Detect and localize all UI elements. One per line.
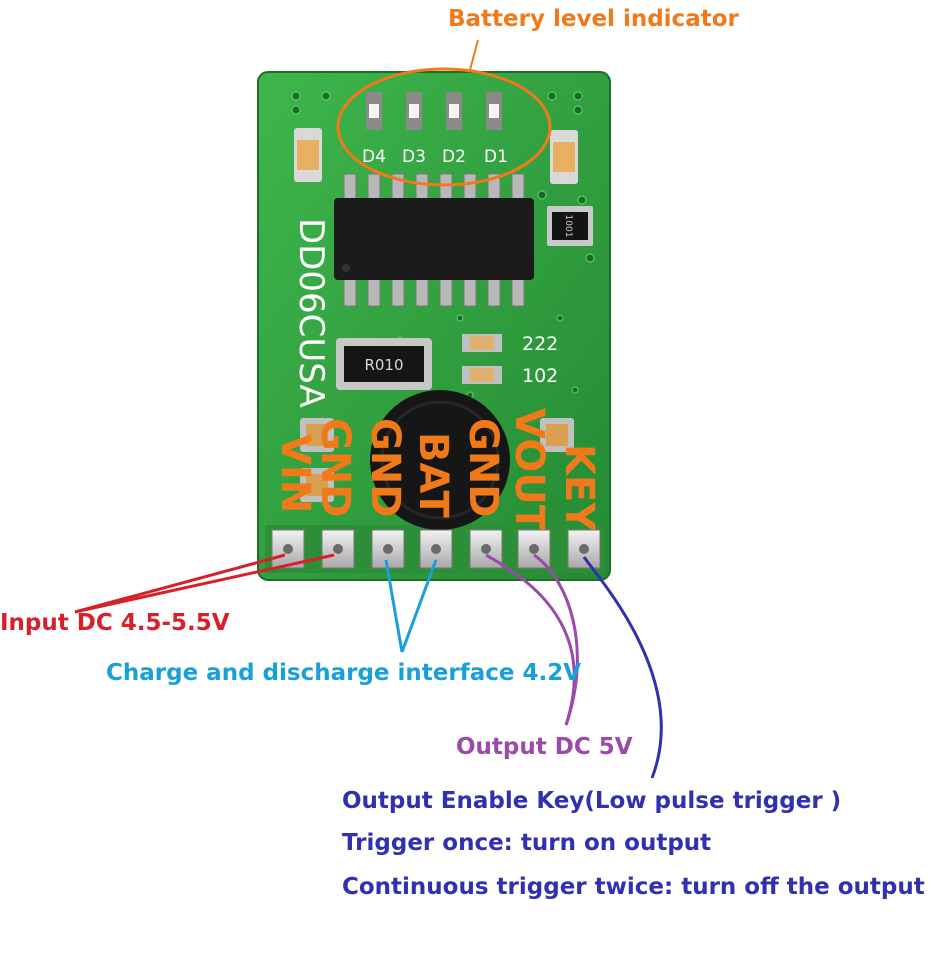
cap-marking-222: 222 bbox=[522, 333, 558, 355]
charge-interface-label: Charge and discharge interface 4.2V bbox=[106, 660, 582, 686]
header-pads bbox=[271, 529, 601, 569]
pin-label-bat: BAT bbox=[410, 432, 456, 518]
cap-marking-102: 102 bbox=[522, 365, 558, 387]
led-d4 bbox=[366, 92, 382, 130]
pin-label-gnd-1: GND bbox=[312, 418, 358, 518]
board-model-text: DD06CUSA bbox=[291, 218, 331, 408]
pad-key bbox=[567, 529, 601, 569]
input-arrow-lines bbox=[74, 553, 335, 614]
pad-gnd-1 bbox=[321, 529, 355, 569]
enable-key-twice-label: Continuous trigger twice: turn off the o… bbox=[342, 874, 925, 900]
enable-key-label: Output Enable Key(Low pulse trigger ) bbox=[342, 788, 842, 814]
pin-label-vout: VOUT bbox=[506, 408, 552, 533]
led-d1 bbox=[486, 92, 502, 130]
led-d3 bbox=[406, 92, 422, 130]
capacitor-bottom-left-top bbox=[300, 418, 334, 452]
enable-key-once-label: Trigger once: turn on output bbox=[342, 830, 712, 856]
output-voltage-label: Output DC 5V bbox=[456, 734, 633, 760]
smd-cap-222 bbox=[462, 334, 502, 352]
smd-cap-102 bbox=[462, 366, 502, 384]
shunt-resistor-r010: R010 bbox=[336, 338, 432, 390]
ic-pin1-dot bbox=[342, 264, 350, 272]
resistor-marking: R010 bbox=[364, 356, 403, 374]
pin-label-gnd-3: GND bbox=[460, 418, 506, 518]
led-label-d1: D1 bbox=[484, 147, 508, 167]
ic-pins bbox=[343, 173, 525, 307]
resistor-1001: 1001 bbox=[547, 206, 593, 246]
led-label-d4: D4 bbox=[362, 147, 386, 167]
pad-vout bbox=[517, 529, 551, 569]
output-arrow-lines bbox=[485, 553, 579, 726]
pin-label-vin: VIN bbox=[272, 434, 318, 513]
battery-indicator-pointer bbox=[469, 39, 479, 71]
led-label-d2: D2 bbox=[442, 147, 466, 167]
pad-gnd-2 bbox=[371, 529, 405, 569]
svg-text:1001: 1001 bbox=[563, 215, 573, 238]
key-arrow-line bbox=[582, 556, 663, 779]
led-d2 bbox=[446, 92, 462, 130]
capacitor-bottom-left-bottom bbox=[300, 468, 334, 502]
inductor bbox=[370, 390, 510, 530]
battery-indicator-ellipse bbox=[336, 67, 552, 187]
capacitor-right bbox=[550, 130, 578, 184]
vias bbox=[291, 91, 595, 399]
ic-chip bbox=[334, 198, 534, 280]
input-voltage-label: Input DC 4.5-5.5V bbox=[0, 610, 230, 636]
pin-label-key: KEY bbox=[556, 444, 602, 532]
battery-indicator-label: Battery level indicator bbox=[448, 6, 739, 32]
charge-arrow-lines bbox=[384, 559, 438, 653]
led-label-d3: D3 bbox=[402, 147, 426, 167]
pin-label-gnd-2: GND bbox=[362, 418, 408, 518]
capacitor-bottom-right bbox=[540, 418, 574, 452]
capacitor-left bbox=[294, 128, 322, 182]
